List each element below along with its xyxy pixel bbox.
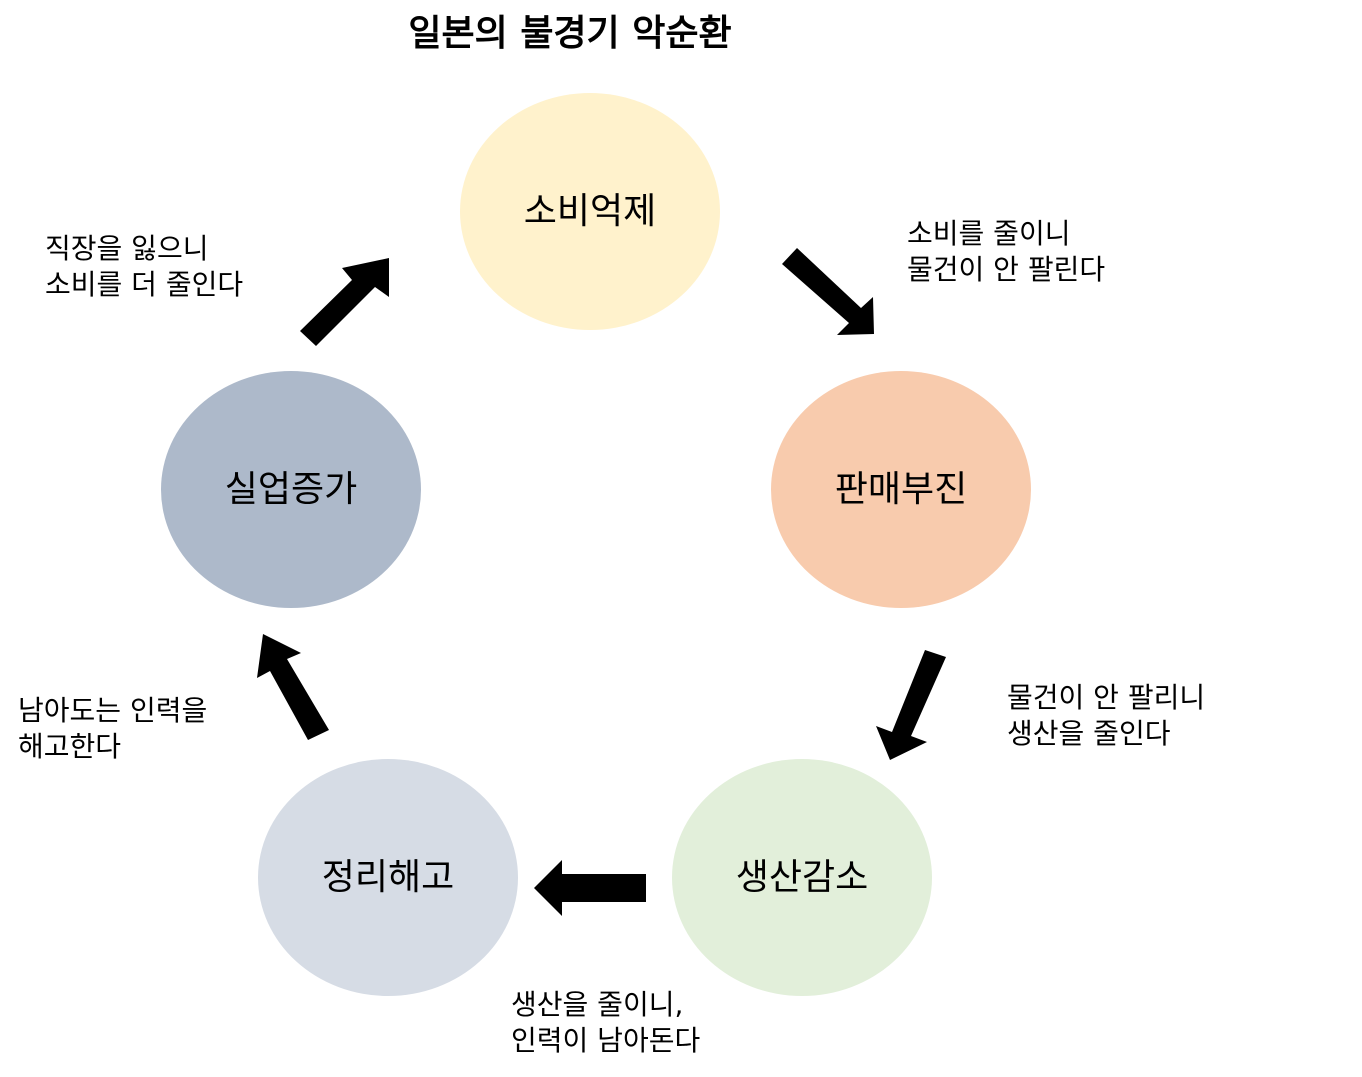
node-consumption: 소비억제 [460,93,720,330]
node-production-label: 생산감소 [735,856,869,898]
note-line: 소비를 줄이니 [907,217,1071,250]
node-sales-label: 판매부진 [834,468,968,510]
node-sales: 판매부진 [771,371,1031,608]
note-line: 물건이 안 팔린다 [907,253,1106,286]
arrow-layoff-to-unemployment [257,634,329,740]
node-consumption-label: 소비억제 [523,190,657,232]
note-line: 생산을 줄인다 [1007,717,1171,750]
note-sales-to-production: 물건이 안 팔리니 생산을 줄인다 [1007,680,1205,752]
note-line: 해고한다 [18,730,122,763]
node-production: 생산감소 [672,759,932,996]
note-consumption-to-sales: 소비를 줄이니 물건이 안 팔린다 [907,216,1105,288]
node-unemployment-label: 실업증가 [224,468,358,510]
diagram-title: 일본의 불경기 악순환 [408,13,732,54]
node-unemployment: 실업증가 [161,371,421,608]
note-line: 직장을 잃으니 [45,232,209,265]
note-line: 물건이 안 팔리니 [1007,681,1206,714]
note-line: 생산을 줄이니, [511,988,684,1021]
arrow-consumption-to-sales [782,248,874,335]
note-line: 소비를 더 줄인다 [45,268,244,301]
arrow-production-to-layoff [534,860,646,916]
note-line: 남아도는 인력을 [18,694,208,727]
arrow-unemployment-to-consumption [300,258,389,346]
node-layoff: 정리해고 [258,759,518,996]
note-production-to-layoff: 생산을 줄이니, 인력이 남아돈다 [511,987,700,1059]
note-line: 인력이 남아돈다 [511,1024,701,1057]
node-layoff-label: 정리해고 [321,856,455,898]
arrow-sales-to-production [876,650,946,760]
note-unemployment-to-consumption: 직장을 잃으니 소비를 더 줄인다 [45,231,243,303]
note-layoff-to-unemployment: 남아도는 인력을 해고한다 [18,693,207,765]
